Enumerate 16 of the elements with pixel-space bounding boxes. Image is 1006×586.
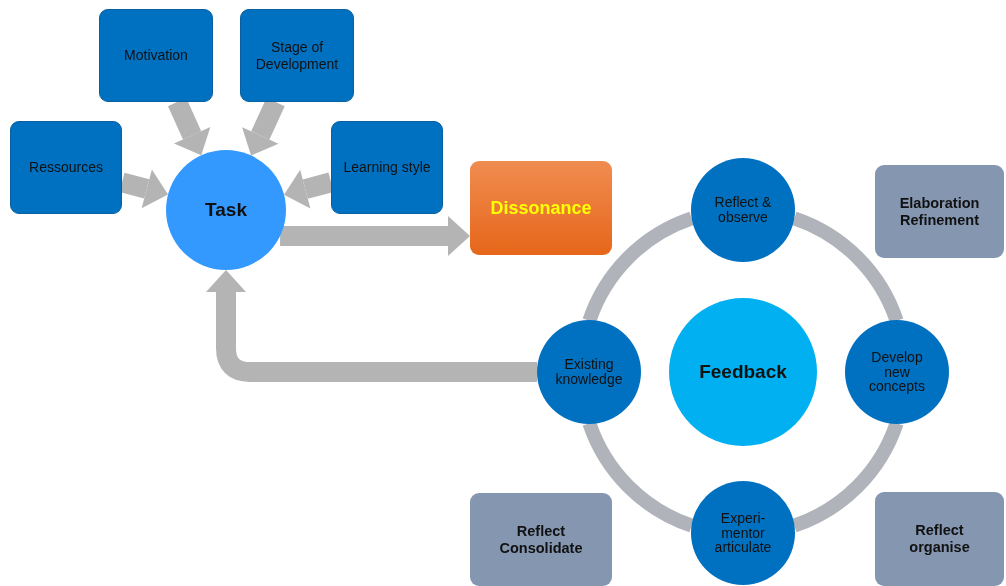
cycle-step-circle: Develop new concepts bbox=[845, 320, 949, 424]
cycle-step-circle: Experi- mentor articulate bbox=[691, 481, 795, 585]
factor-box: Learning style bbox=[331, 121, 443, 214]
factor-box: Stage of Development bbox=[240, 9, 354, 102]
feedback-circle: Feedback bbox=[669, 298, 817, 446]
phase-box: Elaboration Refinement bbox=[875, 165, 1004, 258]
dissonance-box: Dissonance bbox=[470, 161, 612, 255]
phase-box: Reflect Consolidate bbox=[470, 493, 612, 586]
factor-box: Ressources bbox=[10, 121, 122, 214]
block-arrow bbox=[206, 270, 537, 382]
factor-box: Motivation bbox=[99, 9, 213, 102]
cycle-step-circle: Reflect & observe bbox=[691, 158, 795, 262]
task-circle: Task bbox=[166, 150, 286, 270]
block-arrow bbox=[280, 216, 470, 256]
phase-box: Reflect organise bbox=[875, 492, 1004, 586]
cycle-step-circle: Existing knowledge bbox=[537, 320, 641, 424]
